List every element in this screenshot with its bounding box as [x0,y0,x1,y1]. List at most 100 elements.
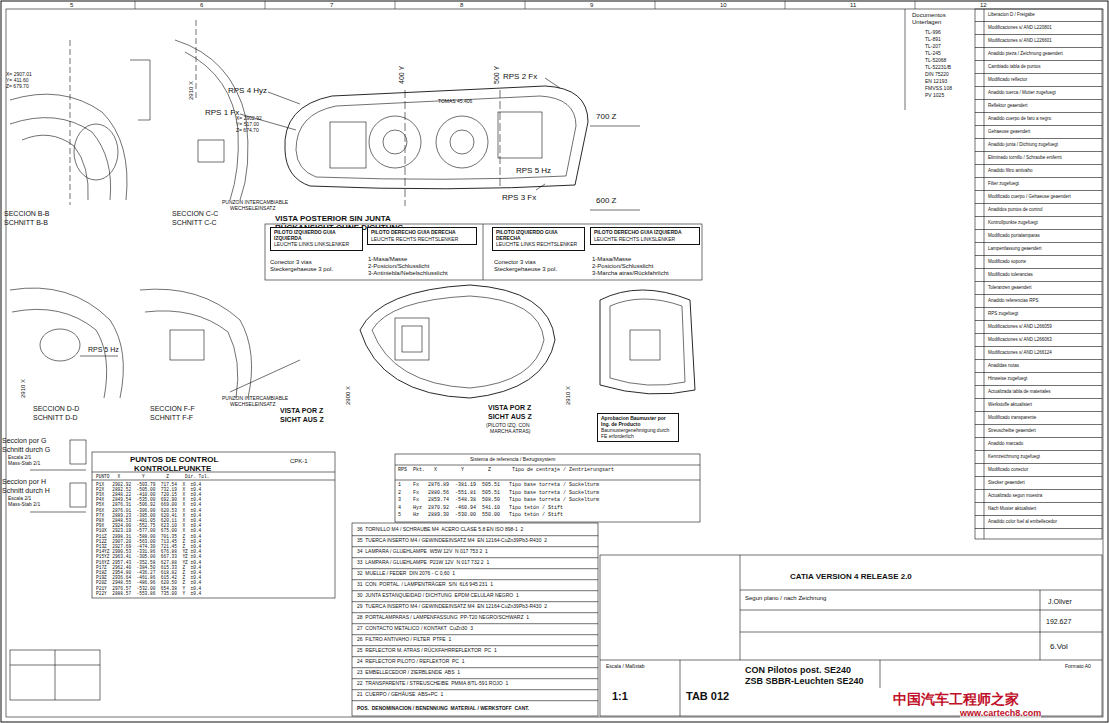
table-rule [975,450,1102,451]
table-rule [975,73,1102,74]
annotation-text: 1:1 [612,690,628,703]
annotation-text: SECCION C-C [172,210,218,218]
table-rule [975,151,1102,152]
table-rule [975,190,1102,191]
box-text: LEUCHTE RECHTS LINKSLENKER [594,237,696,243]
annotation-text: 400 Y [398,66,406,84]
annotation-text: 32 MUELLE / FEDER DIN 2076 - C 0,60 1 [357,571,455,577]
annotation-text: RPS 4 Hyz [228,86,267,95]
annotation-text: 2900 X [345,386,352,405]
annotation-text: 26 FILTRO ANTIVAHO / FILTER PTFE 1 [357,637,451,643]
watermark-text: www.cartech8.com [960,708,1041,718]
annotation-text: SICHT AUS Z [280,416,324,424]
annotation-text: CPK-1 [290,458,308,465]
annotation-text: PUNTO X Y Z Dir. Tol. [96,474,209,479]
annotation-text: 2 Fx 2880.56 -551.81 505.51 Tipo base to… [398,491,599,497]
box-text: PILOTO IZQUIERDO GUIA IZQUIERDA [274,230,359,241]
annotation-text: 6 [200,2,203,9]
annotation-text: 34 LAMPARA / GLUEHLAMPE W5W 12V N 017 75… [357,549,488,555]
annotation-text: 7 [330,2,333,9]
annotation-text: Formato A0 [1065,664,1091,670]
connector-pinout-box: PILOTO IZQUIERDO GUIA IZQUIERDALEUCHTE L… [270,227,363,251]
annotation-text: Liberacion D / Freigabe [988,12,1035,17]
annotation-text: Anadido filtro antivaho [988,168,1033,173]
annotation-text: CATIA VERSION 4 RELEASE 2.0 [790,572,912,581]
annotation-text: 1-Masa/Masse [368,256,407,263]
box-text: PILOTO DERECHO GUIA DERECHA [371,230,473,236]
annotation-text: 2-Posicion/Schlusslicht [368,263,429,270]
annotation-text: Unterlagen [912,19,941,26]
table-rule [352,546,598,547]
annotation-text: P15YZ 2963.41 -305.00 667.33 YZ ±0.4 [96,554,201,559]
annotation-text: P5X 2876.31 -506.92 669.00 X ±0.4 [96,502,201,507]
annotation-text: SCHNITT D-D [33,414,78,422]
annotation-text: Modificaciones s/ AND L266059 [988,324,1052,329]
annotation-text: 35 TUERCA INSERTO M4 / GEWINDEEINSATZ M4… [357,538,547,544]
annotation-text: RPS zugefuegt [988,311,1018,316]
annotation-text: TL-996 [925,30,941,36]
table-rule [352,579,598,580]
table-rule [975,268,1102,269]
annotation-text: 2-Posicion/Schlusslicht [592,263,653,270]
annotation-text: Streuscheibe geaendert [988,428,1036,433]
annotation-text: P10X 2923.19 -577.00 675.00 X ±0.4 [96,528,201,533]
annotation-text: Anadidas notas [988,363,1019,368]
annotation-text: TL-245 [925,51,941,57]
annotation-text: Kontrollpunkte zugefuegt [988,220,1038,225]
annotation-text: P18Z 2954.80 -436.27 618.82 Z ±0.4 [96,570,201,575]
annotation-text: X= 2907.01 [6,72,32,78]
annotation-text: SCHNITT B-B [4,219,48,227]
annotation-text: Sistema de referencia / Bezugssystem [470,457,555,463]
table-rule [975,476,1102,477]
box-text: LEUCHTE RECHTS RECHTSLENKER [371,237,473,243]
table-rule [352,678,598,679]
table-rule [975,385,1102,386]
annotation-text: 24 REFLECTOR PILOTO / REFLEKTOR PC 1 [357,659,465,665]
annotation-text: P8X 2848.53 -481.05 620.11 X ±0.4 [96,518,201,523]
annotation-text: Mass-Stab 2/1 [8,461,40,467]
table-rule [352,601,598,602]
connector-pinout-box: PILOTO DERECHO GUIA DERECHALEUCHTE RECHT… [367,227,477,245]
annotation-text: RPS 3 Fx [502,193,536,202]
annotation-text: Mass-Stab 2/1 [8,502,40,508]
annotation-text: Lampenfassung geaendert [988,246,1042,251]
annotation-text: VISTA POR Z [488,404,531,412]
annotation-text: 1-Masa/Masse [592,256,631,263]
annotation-text: SCHNITT F-F [150,414,193,422]
table-rule [352,667,598,668]
annotation-text: P4X 2849.54 -535.00 692.90 X ±0.4 [96,497,201,502]
annotation-text: 21 CUERPO / GEHÄUSE ABS+PC 1 [357,692,443,698]
annotation-text: P19Z 2936.64 -461.86 615.42 Z ±0.4 [96,575,201,580]
annotation-text: 2910 X [565,386,572,405]
annotation-text: Werkstoffe aktualisiert [988,402,1032,407]
annotation-text: RPS 5 Hz [88,346,119,354]
annotation-text: P7X 2889.23 -385.00 620.41 X ±0.4 [96,513,201,518]
annotation-text: Actualizada tabla de materiales [988,389,1051,394]
annotation-text: 4 Hyz 2870.92 -460.94 541.10 Tipo tetón … [398,506,563,512]
annotation-text: SCHNITT C-C [172,219,217,227]
annotation-text: 9 [590,2,593,9]
annotation-text: Anadido color fuel al embellecedor [988,519,1057,524]
table-rule [975,216,1102,217]
annotation-text: 6.Vol [1050,642,1068,651]
annotation-text: Steckergehaeuse 3 pol. [494,266,557,273]
annotation-text: 33 LAMPARA / GLUEHLAMPE P21W 12V N 017 7… [357,560,489,566]
annotation-text: Conector 3 vias [494,259,536,266]
annotation-text: 28 PORTALAMPARAS / LAMPENFASSUNG PP-T20 … [357,615,529,621]
annotation-text: WECHSELEINSATZ [230,206,275,212]
table-rule [975,86,1102,87]
annotation-text: 22 TRANSPARENTE / STREUSCHEIBE PMMA 8/TL… [357,681,508,687]
annotation-text: P17Z 2962.40 -384.50 615.33 Z ±0.4 [96,565,201,570]
table-rule [352,645,598,646]
annotation-text: Anadido junta / Dichtung zugefuegt [988,142,1058,147]
annotation-text: P14YZ 2990.53 -331.86 676.88 YZ ±0.4 [96,549,201,554]
annotation-text: Modificado reflector [988,77,1027,82]
annotation-text: Kennzeichnung zugefuegt [988,454,1040,459]
annotation-text: Nach Muster aktualisiert [988,506,1036,511]
annotation-text: 3-Marcha atras/Rückfahrlicht [592,270,669,277]
table-rule [352,568,598,569]
annotation-text: ZSB SBBR-Leuchten SE240 [745,676,864,686]
annotation-text: 36 TORNILLO M4 / SCHRAUBE M4 ACERO CLASE… [357,527,523,533]
annotation-text: WECHSELEINSATZ [230,402,275,408]
annotation-text: 2910 X [20,379,27,398]
